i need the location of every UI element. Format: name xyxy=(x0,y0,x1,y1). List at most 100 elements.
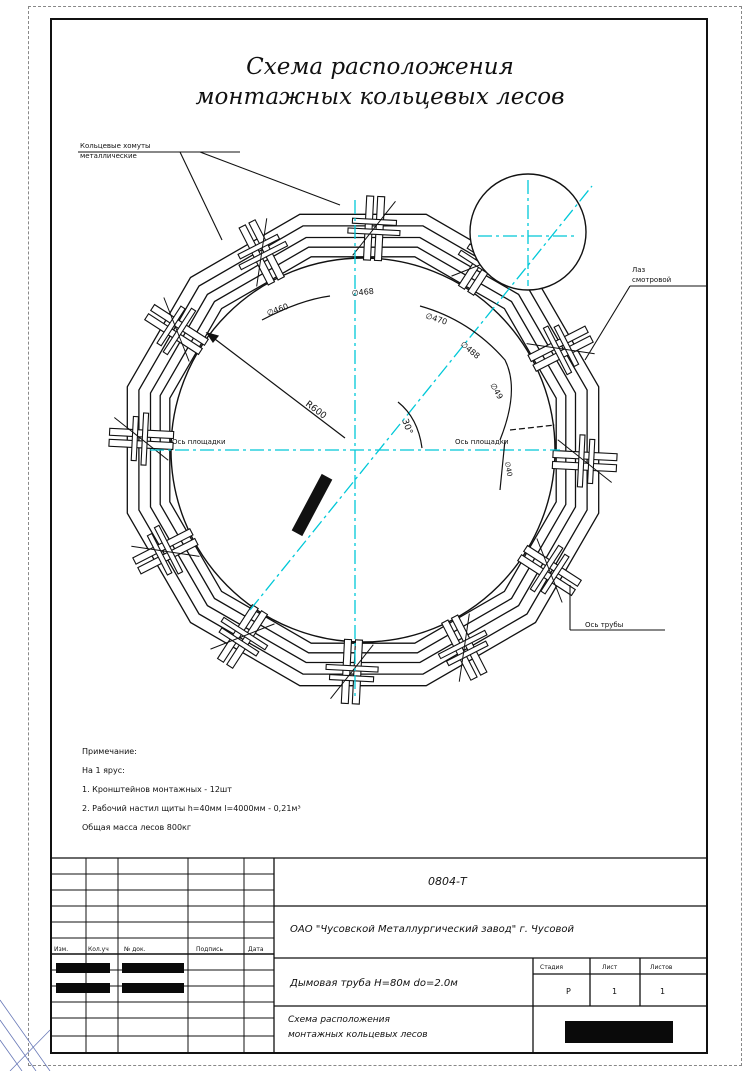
hatch-1 xyxy=(0,999,51,1071)
bracket-brace xyxy=(330,644,374,699)
bracket-part xyxy=(351,217,398,226)
redacted-logo xyxy=(565,1021,673,1043)
col-sheet-header: Лист xyxy=(602,964,618,971)
bracket-part xyxy=(108,427,175,440)
bracket-part xyxy=(130,415,139,462)
bracket-5 xyxy=(210,603,275,670)
dim-label-5: ∅49 xyxy=(488,382,504,401)
bracket-part xyxy=(445,640,489,667)
bracket-part xyxy=(532,335,594,373)
bracket-brace xyxy=(557,439,612,483)
corner-hatching xyxy=(0,999,51,1071)
bracket-brace xyxy=(536,538,563,603)
bracket-part xyxy=(437,629,488,660)
bracket-part xyxy=(143,313,204,356)
bracket-part xyxy=(216,603,259,664)
bracket-brace xyxy=(163,297,190,362)
sheet-value: 1 xyxy=(612,987,618,996)
diagonal-axis xyxy=(249,185,593,611)
hdr-kol: Кол.уч xyxy=(88,946,109,953)
bracket-part xyxy=(325,663,379,673)
dim-label-3: ∅470 xyxy=(424,311,448,326)
organization-name: ОАО "Чусовской Металлургический завод" г… xyxy=(290,924,574,935)
hatch-4 xyxy=(9,1029,51,1071)
angle-label: 30° xyxy=(399,418,414,436)
bracket-part xyxy=(587,438,596,485)
bracket-brace xyxy=(210,623,275,650)
bracket-7 xyxy=(108,412,175,466)
bracket-part xyxy=(373,195,386,262)
bracket-part xyxy=(351,639,364,705)
radius-line xyxy=(206,332,346,439)
bracket-part xyxy=(576,434,586,488)
bracket-part xyxy=(516,554,577,597)
sheets-value: 1 xyxy=(660,987,666,996)
ring-line-3 xyxy=(149,236,577,664)
axis-label-right: Ось площадки xyxy=(455,438,509,446)
redacted-name-4 xyxy=(122,983,184,993)
bracket-part xyxy=(551,460,618,473)
notes-line-1: На 1 ярус: xyxy=(82,766,125,775)
bracket-part xyxy=(137,537,199,575)
bracket-part xyxy=(362,195,375,261)
bracket-part xyxy=(328,674,375,683)
title-line-2: монтажных кольцевых лесов xyxy=(195,84,565,110)
bracket-1 xyxy=(551,434,618,488)
bracket-brace xyxy=(458,613,470,682)
ring-line-5 xyxy=(126,213,600,687)
angle-arc xyxy=(397,401,423,449)
notes-line-4: Общая масса лесов 800кг xyxy=(82,823,192,832)
bracket-part xyxy=(140,412,150,466)
hatch-2 xyxy=(0,1019,37,1071)
redacted-name-3 xyxy=(56,983,110,993)
bracket-part xyxy=(153,524,184,575)
title-block-grid xyxy=(50,857,708,1054)
bracket-12 xyxy=(526,324,595,376)
bracket-10 xyxy=(347,195,401,262)
ladder-symbol xyxy=(291,473,333,537)
bracket-brace xyxy=(131,545,200,557)
radius-arrow xyxy=(205,331,220,344)
bracket-part xyxy=(440,619,478,681)
bracket-9 xyxy=(237,218,289,287)
bracket-part xyxy=(156,305,186,347)
callout-manhole-2: смотровой xyxy=(632,276,671,284)
bracket-brace xyxy=(256,218,268,287)
axis-label-left: Ось площадки xyxy=(172,438,226,446)
callout-pipe-axis: Ось трубы xyxy=(585,621,623,629)
ring-line-4 xyxy=(138,225,588,675)
hdr-izm: Изм. xyxy=(54,946,69,953)
hdr-podp: Подпись xyxy=(196,946,223,953)
small-dim-line xyxy=(499,439,506,491)
bracket-brace xyxy=(352,201,396,256)
notes-line-2: 1. Кронштейнов монтажных - 12шт xyxy=(82,785,232,794)
ladder-body xyxy=(291,473,333,537)
outer-trim-border xyxy=(28,6,742,1066)
bracket-2 xyxy=(516,538,583,603)
bracket-part xyxy=(149,303,210,346)
dim-label-4: ∅488 xyxy=(459,340,482,361)
bracket-part xyxy=(220,616,269,651)
callout-clamps-1: Кольцевые хомуты xyxy=(80,142,151,150)
object-name: Дымовая труба Н=80м do=2.0м xyxy=(290,978,458,989)
ring-line-1 xyxy=(169,256,557,644)
bracket-part xyxy=(108,438,174,451)
leader-to-clamp-1 xyxy=(179,151,223,241)
bracket-part xyxy=(553,324,580,368)
bracket-part xyxy=(218,627,260,657)
sheet-title-1: Схема расположения xyxy=(288,1015,390,1025)
sheet-title-2: монтажных кольцевых лесов xyxy=(288,1030,428,1040)
stage-value: Р xyxy=(566,987,571,996)
notes-line-3: 2. Рабочий настил щиты h=40мм l=4000мм -… xyxy=(82,804,301,813)
bracket-6 xyxy=(131,524,200,576)
redacted-name-2 xyxy=(122,963,184,973)
bracket-part xyxy=(529,544,564,593)
col-sheets-header: Листов xyxy=(650,964,673,971)
hdr-data: Дата xyxy=(248,946,264,953)
bracket-part xyxy=(162,307,197,356)
bracket-8 xyxy=(143,297,210,362)
axis-extension xyxy=(509,424,556,431)
dim-label-2: ∅468 xyxy=(351,287,374,298)
